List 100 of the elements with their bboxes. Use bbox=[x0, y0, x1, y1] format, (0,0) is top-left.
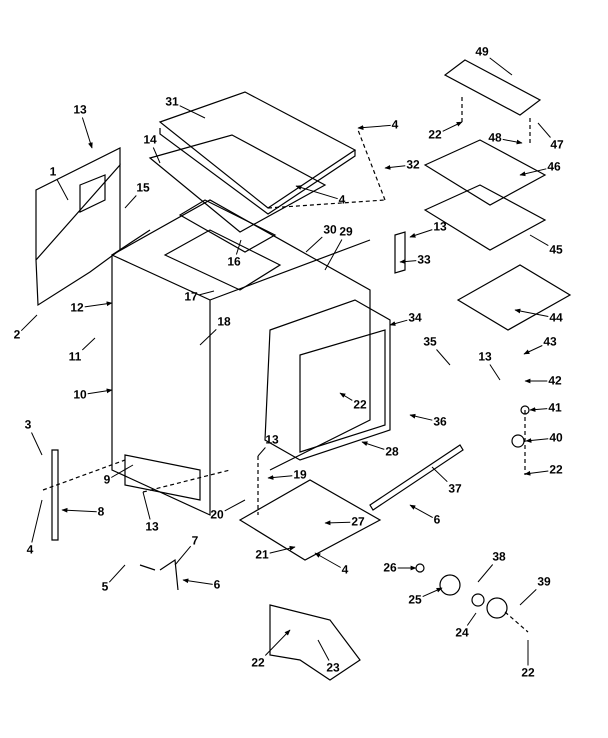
leader-line bbox=[466, 612, 476, 626]
leader-line bbox=[110, 464, 134, 478]
callout-number: 21 bbox=[255, 548, 269, 562]
leader-line bbox=[84, 301, 113, 308]
callout-number: 37 bbox=[448, 482, 462, 496]
callout-number: 12 bbox=[70, 302, 84, 314]
leader-line bbox=[306, 236, 323, 252]
callout-number: 31 bbox=[165, 96, 179, 108]
callout-number: 43 bbox=[543, 336, 557, 348]
callout-number: 11 bbox=[68, 350, 82, 364]
callout-number: 13 bbox=[73, 104, 87, 116]
leader-line bbox=[523, 345, 543, 354]
leader-line bbox=[530, 234, 549, 246]
callout-number: 22 bbox=[251, 656, 265, 670]
leader-line bbox=[324, 520, 351, 526]
callout-number: 6 bbox=[214, 578, 220, 592]
leader-line bbox=[269, 546, 296, 554]
callout-number: 20 bbox=[210, 508, 224, 522]
leader-line bbox=[442, 122, 463, 132]
leader-line bbox=[82, 338, 96, 350]
leader-line bbox=[525, 438, 549, 443]
callout-number: 34 bbox=[408, 312, 422, 324]
leader-line bbox=[124, 195, 137, 208]
leader-line bbox=[295, 185, 338, 200]
leader-line bbox=[409, 504, 434, 518]
leader-line bbox=[174, 546, 192, 566]
callout-number: 18 bbox=[217, 316, 231, 328]
callout-number: 47 bbox=[550, 138, 564, 152]
leader-line bbox=[152, 147, 160, 164]
leader-line bbox=[384, 165, 406, 170]
callout-number: 49 bbox=[475, 46, 489, 58]
callout-number: 30 bbox=[323, 224, 337, 236]
leader-line bbox=[56, 179, 68, 200]
callout-number: 29 bbox=[339, 226, 353, 238]
callout-number: 5 bbox=[102, 580, 108, 594]
callout-number: 22 bbox=[353, 398, 367, 412]
leader-line bbox=[224, 500, 246, 512]
callout-number: 48 bbox=[488, 132, 502, 144]
callout-number: 4 bbox=[342, 564, 348, 576]
leader-line bbox=[409, 414, 433, 421]
callout-number: 38 bbox=[492, 550, 506, 564]
leader-line bbox=[399, 259, 417, 264]
callout-number: 3 bbox=[24, 418, 32, 432]
callout-number: 7 bbox=[192, 534, 198, 548]
callout-number: 39 bbox=[537, 576, 551, 588]
callout-number: 4 bbox=[338, 194, 346, 206]
callout-number: 8 bbox=[98, 506, 104, 518]
leader-line bbox=[514, 308, 549, 317]
leader-line bbox=[324, 239, 342, 270]
callout-number: 28 bbox=[385, 446, 399, 458]
leader-line bbox=[108, 564, 126, 583]
callout-number: 41 bbox=[548, 402, 562, 414]
callout-number: 25 bbox=[408, 594, 422, 606]
leader-line bbox=[87, 388, 113, 394]
callout-number: 4 bbox=[392, 118, 398, 132]
leader-line bbox=[82, 117, 93, 149]
leader-line bbox=[432, 466, 448, 482]
callout-number: 42 bbox=[548, 374, 562, 388]
leader-line bbox=[361, 441, 385, 450]
callout-number: 45 bbox=[549, 244, 563, 256]
callout-number: 46 bbox=[547, 160, 561, 174]
leader-line bbox=[524, 470, 549, 476]
callout-number: 10 bbox=[73, 388, 87, 402]
callout-number: 9 bbox=[104, 474, 110, 486]
callout-number: 40 bbox=[549, 432, 563, 444]
leader-line bbox=[489, 57, 512, 76]
callout-number: 16 bbox=[227, 256, 241, 268]
leader-line bbox=[318, 640, 330, 661]
callout-number: 19 bbox=[293, 468, 307, 482]
leader-line bbox=[389, 320, 408, 326]
callout-number: 6 bbox=[434, 514, 440, 526]
callout-number: 13 bbox=[433, 220, 447, 234]
leader-line bbox=[200, 328, 217, 346]
leader-line bbox=[179, 105, 206, 118]
callout-number: 24 bbox=[455, 626, 469, 640]
callout-number: 22 bbox=[521, 666, 535, 680]
callout-number: 15 bbox=[136, 182, 150, 194]
callout-number: 23 bbox=[326, 662, 340, 674]
leader-line bbox=[538, 122, 551, 138]
callout-number: 2 bbox=[14, 328, 20, 342]
leader-line bbox=[258, 447, 266, 456]
leader-line bbox=[314, 552, 342, 568]
callout-number: 35 bbox=[423, 336, 437, 348]
callout-number: 27 bbox=[351, 516, 365, 528]
leader-line bbox=[61, 508, 98, 513]
leader-line bbox=[397, 566, 417, 570]
leader-line bbox=[267, 475, 293, 480]
leader-line bbox=[436, 349, 450, 366]
leader-line bbox=[478, 564, 494, 582]
callout-number: 13 bbox=[478, 350, 492, 364]
callout-number: 4 bbox=[26, 544, 34, 556]
leader-line bbox=[422, 588, 443, 598]
callout-number: 44 bbox=[549, 312, 563, 324]
leader-line bbox=[198, 290, 214, 296]
callout-number: 36 bbox=[433, 416, 447, 428]
leader-line bbox=[524, 378, 548, 384]
leader-line bbox=[520, 588, 537, 606]
leader-line bbox=[489, 364, 500, 380]
leader-line bbox=[31, 500, 42, 543]
callout-number: 32 bbox=[406, 158, 420, 172]
